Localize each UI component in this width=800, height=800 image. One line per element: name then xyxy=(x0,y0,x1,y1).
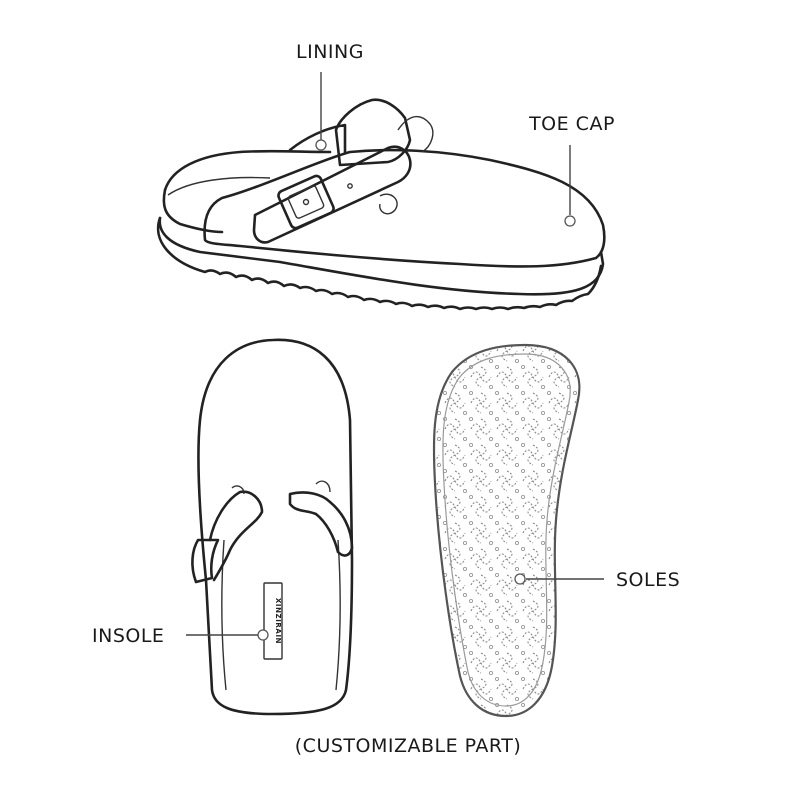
top-strap-left xyxy=(208,490,264,582)
callout-lining: LINING xyxy=(296,41,364,151)
buckle-inner xyxy=(287,185,325,219)
top-strap-tip-left xyxy=(231,485,245,495)
buckle xyxy=(277,174,335,230)
side-loop xyxy=(379,193,398,215)
footbed-inner-line-right xyxy=(335,539,341,691)
sole-outline xyxy=(432,343,581,718)
strap-end xyxy=(397,115,434,153)
heel-strap xyxy=(163,149,332,192)
label-lining: LINING xyxy=(296,41,364,63)
toe-cap-marker xyxy=(564,215,576,227)
sole-inner-edge xyxy=(442,353,571,707)
top-outline xyxy=(197,338,354,716)
lining-marker xyxy=(315,139,327,151)
buckle-pin xyxy=(302,198,310,206)
heel-inner-line xyxy=(167,176,271,196)
insole-marker xyxy=(257,629,269,641)
buckle-strap xyxy=(252,145,412,244)
label-insole: INSOLE xyxy=(92,625,164,647)
side-view-clog xyxy=(156,98,606,311)
strap-hole-1 xyxy=(347,183,353,189)
top-strap-tip-right xyxy=(315,480,331,493)
label-soles: SOLES xyxy=(616,569,680,591)
side-outsole-tread xyxy=(156,216,603,311)
upper-strap-base xyxy=(334,98,412,167)
side-outsole xyxy=(158,216,605,296)
callout-soles: SOLES xyxy=(514,569,680,591)
callout-insole: INSOLE xyxy=(92,625,269,647)
label-toe-cap: TOE CAP xyxy=(528,113,615,135)
soles-marker xyxy=(514,573,526,585)
top-strap-right xyxy=(288,491,354,557)
callout-toe-cap: TOE CAP xyxy=(528,113,615,227)
side-footbed-rim xyxy=(162,188,224,234)
insole-brand-text: XINZIRAIN xyxy=(274,598,282,644)
lining-edge xyxy=(288,123,347,154)
insole-brand-label xyxy=(263,582,283,660)
top-buckle xyxy=(191,538,220,584)
side-upper xyxy=(203,148,606,268)
top-view-clog: XINZIRAIN xyxy=(191,338,354,716)
customizable-part-note: (CUSTOMIZABLE PART) xyxy=(295,735,521,757)
footbed-inner-line xyxy=(221,539,227,691)
bottom-sole xyxy=(432,343,581,718)
